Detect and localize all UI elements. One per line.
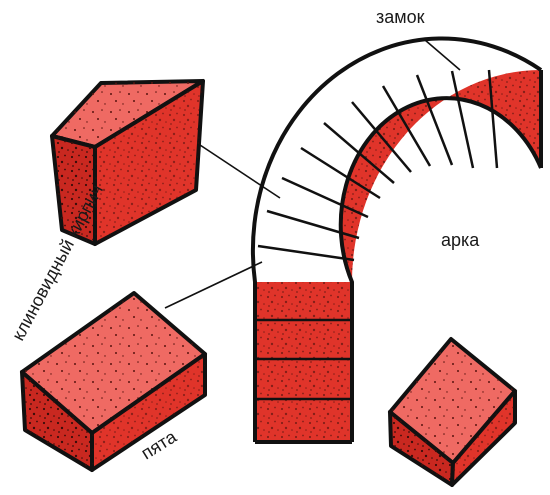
arch bbox=[250, 36, 543, 444]
small-wedge-brick bbox=[388, 337, 517, 487]
leader-keystone bbox=[424, 39, 461, 71]
leader-lines bbox=[164, 39, 461, 309]
arch-outer-curve bbox=[250, 36, 543, 442]
label-arch: арка bbox=[441, 230, 480, 250]
arch-radial-joints bbox=[257, 69, 499, 262]
leader-springer bbox=[164, 261, 263, 309]
label-keystone: замок bbox=[376, 7, 425, 27]
arch-vertical-joints bbox=[257, 318, 350, 401]
wedge-brick bbox=[50, 79, 205, 246]
springer-brick bbox=[20, 291, 207, 472]
leader-wedge-brick bbox=[199, 144, 281, 199]
